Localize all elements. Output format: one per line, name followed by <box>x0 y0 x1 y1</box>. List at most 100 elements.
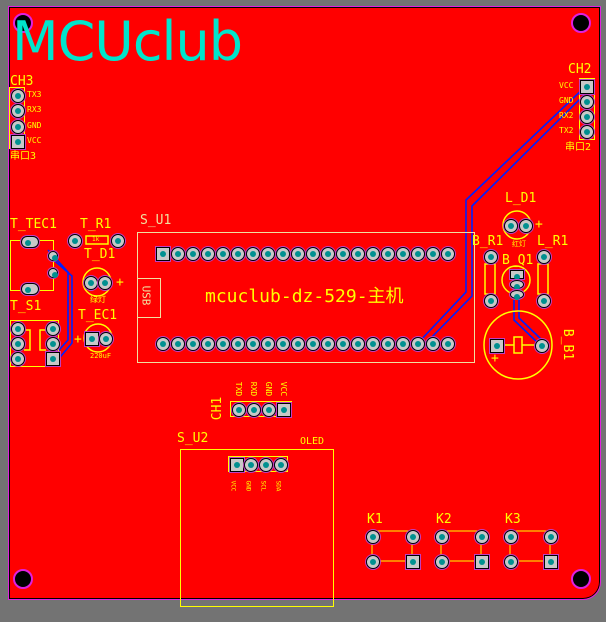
pad[interactable] <box>580 125 594 139</box>
pad[interactable] <box>366 337 380 351</box>
pad[interactable] <box>510 280 524 290</box>
pad[interactable] <box>46 352 60 366</box>
t-r1-ref: T_R1 <box>80 217 112 232</box>
pad[interactable] <box>336 337 350 351</box>
b-b1-ref: B_B1 <box>560 328 576 361</box>
pad[interactable] <box>351 247 365 261</box>
pad[interactable] <box>475 530 489 544</box>
pad[interactable] <box>426 337 440 351</box>
pad[interactable] <box>262 403 276 417</box>
pad[interactable] <box>306 247 320 261</box>
pad[interactable] <box>276 337 290 351</box>
pad[interactable] <box>46 337 60 351</box>
pad[interactable] <box>580 95 594 109</box>
pad[interactable] <box>231 247 245 261</box>
pad[interactable] <box>435 555 449 569</box>
pad[interactable] <box>246 247 260 261</box>
pad[interactable] <box>306 337 320 351</box>
pad[interactable] <box>84 276 98 290</box>
pad[interactable] <box>441 337 455 351</box>
pad[interactable] <box>544 530 558 544</box>
pad[interactable] <box>11 120 25 134</box>
pad[interactable] <box>519 219 533 233</box>
t-d1-desc: 绿灯 <box>90 295 106 304</box>
pad[interactable] <box>46 322 60 336</box>
pad[interactable] <box>21 283 39 295</box>
pad[interactable] <box>504 219 518 233</box>
pad[interactable] <box>111 234 125 248</box>
pad[interactable] <box>291 247 305 261</box>
pad[interactable] <box>411 337 425 351</box>
pad[interactable] <box>48 251 58 261</box>
pad[interactable] <box>247 403 261 417</box>
pad[interactable] <box>510 290 524 300</box>
pad[interactable] <box>475 555 489 569</box>
pad[interactable] <box>244 458 258 472</box>
pad[interactable] <box>484 250 498 264</box>
pad[interactable] <box>186 247 200 261</box>
pad[interactable] <box>11 104 25 118</box>
pad[interactable] <box>535 339 549 353</box>
k2-ref: K2 <box>436 512 452 527</box>
pad[interactable] <box>186 337 200 351</box>
pad[interactable] <box>201 337 215 351</box>
pad[interactable] <box>504 530 518 544</box>
pad[interactable] <box>156 247 170 261</box>
pad[interactable] <box>366 247 380 261</box>
pad[interactable] <box>261 247 275 261</box>
pin-label: GND <box>264 381 274 397</box>
pad[interactable] <box>156 337 170 351</box>
pad[interactable] <box>441 247 455 261</box>
pad[interactable] <box>230 458 244 472</box>
pad[interactable] <box>11 89 25 103</box>
pad[interactable] <box>274 458 288 472</box>
pad[interactable] <box>411 247 425 261</box>
pad[interactable] <box>544 555 558 569</box>
pad[interactable] <box>201 247 215 261</box>
pad[interactable] <box>99 332 113 346</box>
pad[interactable] <box>216 337 230 351</box>
pad[interactable] <box>11 337 25 351</box>
pad[interactable] <box>381 337 395 351</box>
pad[interactable] <box>396 247 410 261</box>
pad[interactable] <box>406 530 420 544</box>
pad[interactable] <box>11 135 25 149</box>
pad[interactable] <box>366 530 380 544</box>
pad[interactable] <box>246 337 260 351</box>
pad[interactable] <box>336 247 350 261</box>
pad[interactable] <box>406 555 420 569</box>
pad[interactable] <box>276 247 290 261</box>
pad[interactable] <box>381 247 395 261</box>
pad[interactable] <box>11 352 25 366</box>
pad[interactable] <box>261 337 275 351</box>
pad[interactable] <box>85 332 99 346</box>
pad[interactable] <box>216 247 230 261</box>
pad[interactable] <box>504 555 518 569</box>
pad[interactable] <box>48 268 58 278</box>
pad[interactable] <box>484 294 498 308</box>
pad[interactable] <box>351 337 365 351</box>
pad[interactable] <box>537 250 551 264</box>
pad[interactable] <box>68 234 82 248</box>
pad[interactable] <box>435 530 449 544</box>
pad[interactable] <box>580 80 594 94</box>
pad[interactable] <box>366 555 380 569</box>
pad[interactable] <box>291 337 305 351</box>
pad[interactable] <box>490 339 504 353</box>
pad[interactable] <box>231 337 245 351</box>
pad[interactable] <box>321 337 335 351</box>
pad[interactable] <box>171 337 185 351</box>
pad[interactable] <box>580 110 594 124</box>
pad[interactable] <box>259 458 273 472</box>
pad[interactable] <box>396 337 410 351</box>
pad[interactable] <box>232 403 246 417</box>
pad[interactable] <box>537 294 551 308</box>
pad[interactable] <box>321 247 335 261</box>
pad[interactable] <box>98 276 112 290</box>
pad[interactable] <box>510 270 524 280</box>
pad[interactable] <box>277 403 291 417</box>
pad[interactable] <box>11 322 25 336</box>
pad[interactable] <box>426 247 440 261</box>
pad[interactable] <box>21 236 39 248</box>
pad[interactable] <box>171 247 185 261</box>
